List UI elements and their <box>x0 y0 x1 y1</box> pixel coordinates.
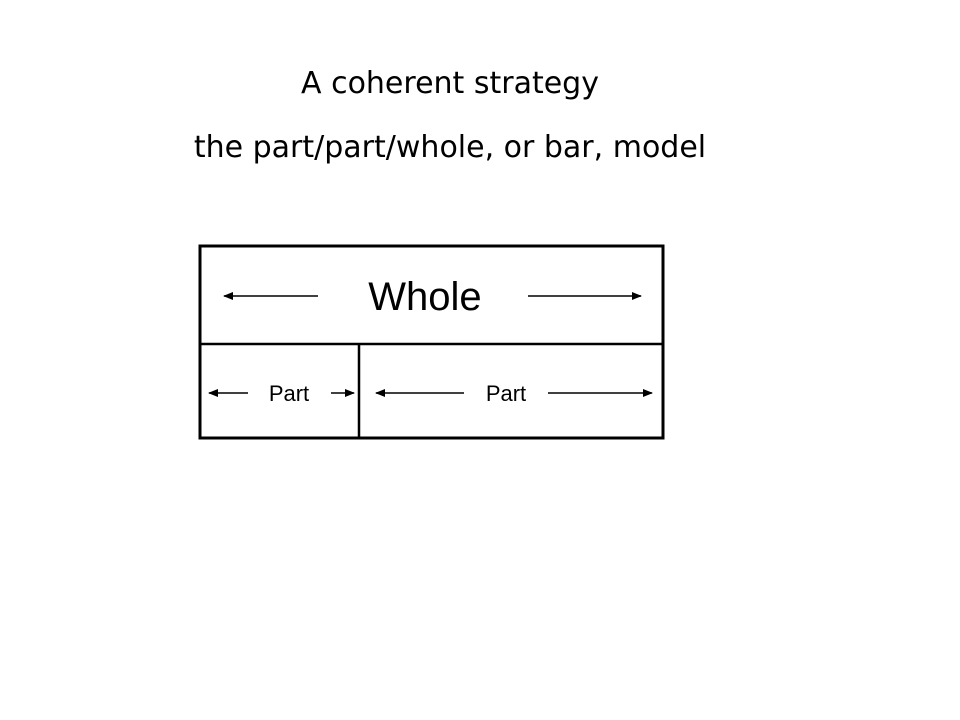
part-left-label: Part <box>269 381 309 406</box>
part-left: Part <box>208 381 355 406</box>
slide-title: A coherent strategy the part/part/whole,… <box>0 52 900 180</box>
whole-label: Whole <box>368 275 481 319</box>
slide-title-line-1: A coherent strategy <box>301 66 599 101</box>
bar-model-outline <box>198 244 665 440</box>
slide-title-line-2: the part/part/whole, or bar, model <box>193 130 707 165</box>
part-right-label: Part <box>486 381 526 406</box>
part-right: Part <box>375 381 653 406</box>
whole-row: Whole <box>223 275 642 319</box>
